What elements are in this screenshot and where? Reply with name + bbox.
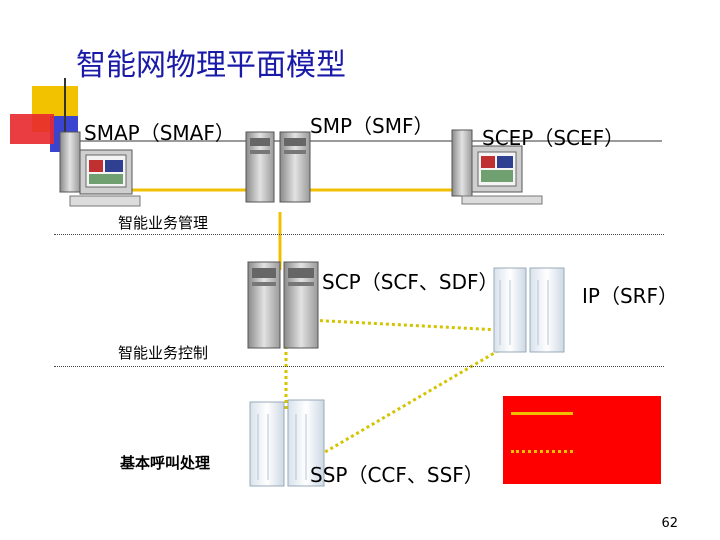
scep-workstation-icon [451,129,543,205]
smp-label: SMP（SMF） [310,114,434,138]
layer-label-control: 智能业务控制 [118,344,209,362]
legend-box [503,396,661,484]
smap-workstation-icon [59,131,141,207]
scp-ip-link [307,318,501,332]
smp-server-icon [245,131,311,203]
smap-label: SMAP（SMAF） [84,121,235,145]
page-title: 智能网物理平面模型 [76,48,346,83]
ip-label: IP（SRF） [582,284,679,308]
layer-label-basic: 基本呼叫处理 [120,454,211,472]
layer-divider-control [54,366,664,367]
deco-red-block [10,114,54,144]
ssp-label: SSP（CCF、SSF） [310,463,484,487]
ip-rack-icon [493,267,565,353]
page-number: 62 [661,516,678,531]
deco-vertical-line [64,78,66,162]
legend-dotted-line [511,450,573,453]
scp-label: SCP（SCF、SDF） [322,270,499,294]
layer-label-management: 智能业务管理 [118,214,209,232]
ssp-rack-icon [249,399,325,487]
layer-divider-management [54,234,664,235]
scp-server-icon [247,261,319,349]
scep-label: SCEP（SCEF） [482,126,625,150]
legend-solid-line [511,412,573,415]
ip-ssp-link [319,343,509,457]
